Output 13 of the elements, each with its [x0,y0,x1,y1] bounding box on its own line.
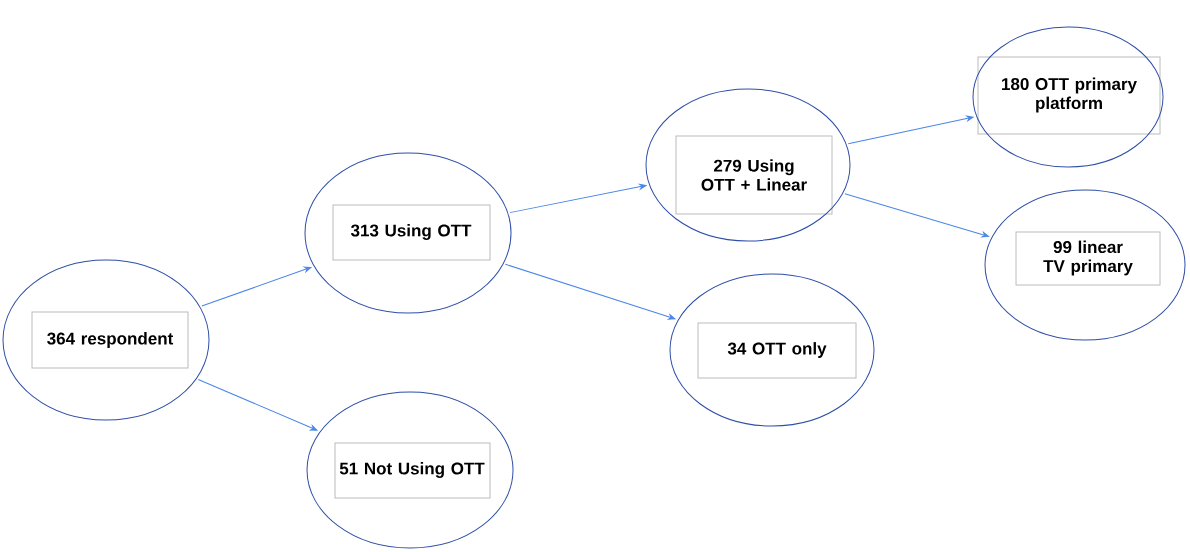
arrow [504,263,676,320]
arrow [509,183,647,214]
arrow [201,266,312,307]
ellipse-node: 364 respondent [2,259,210,421]
ellipse-node: 279 Using OTT + Linear [645,88,851,242]
ellipse-node: 99 linear TV primary [984,189,1186,341]
arrow [844,193,990,238]
ellipse-node: 51 Not Using OTT [306,391,514,549]
ellipse-node: 180 OTT primary platform [972,26,1164,168]
arrow [197,378,318,431]
ellipse-node: 34 OTT only [669,273,875,427]
ellipse-node: 313 Using OTT [304,152,512,314]
arrow [847,115,974,145]
